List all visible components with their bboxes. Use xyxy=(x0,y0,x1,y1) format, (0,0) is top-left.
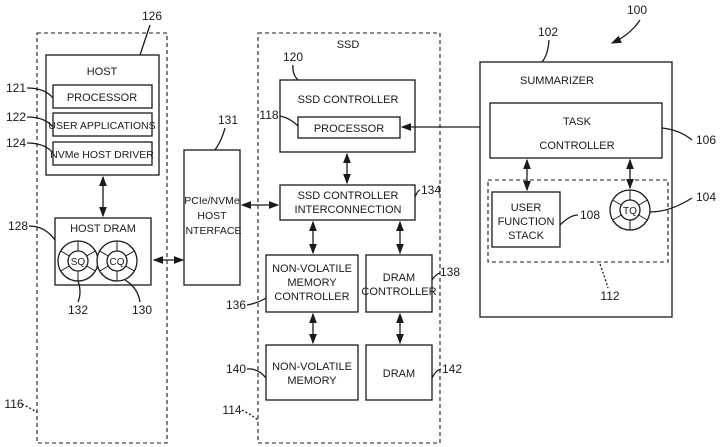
nvm-controller-line-3: CONTROLLER xyxy=(274,291,349,303)
cq-label: CQ xyxy=(110,257,125,268)
ref-116: 116 xyxy=(4,397,23,411)
host-interface-line-1: PCIe/NVMe xyxy=(184,195,240,207)
ref-122: 122 xyxy=(6,110,26,124)
ref-114: 114 xyxy=(222,403,241,417)
tq-label: TQ xyxy=(623,206,637,217)
ref-102: 102 xyxy=(538,25,558,39)
ref-140: 140 xyxy=(226,362,246,376)
ssd-processor-label: PROCESSOR xyxy=(314,123,384,135)
summarizer-box xyxy=(480,62,672,317)
host-label: HOST xyxy=(87,66,118,78)
dram-controller-line-2: CONTROLLER xyxy=(361,286,436,298)
task-controller-line-1: TASK xyxy=(563,116,592,128)
nvm-line-1: NON-VOLATILE xyxy=(272,361,352,373)
dram-label: DRAM xyxy=(383,368,415,380)
ref-142: 142 xyxy=(442,362,462,376)
stack-line-2: FUNCTION xyxy=(498,216,555,228)
host-dram-label: HOST DRAM xyxy=(70,223,136,235)
ref-132: 132 xyxy=(68,303,88,317)
ref-131: 131 xyxy=(218,113,238,127)
ssd-controller-label: SSD CONTROLLER xyxy=(298,94,399,106)
task-controller-line-2: CONTROLLER xyxy=(539,140,614,152)
host-interface-line-2: HOST xyxy=(197,210,227,222)
stack-line-3: STACK xyxy=(508,230,545,242)
ref-134: 134 xyxy=(421,183,441,197)
ref-108: 108 xyxy=(580,208,600,222)
ref-138: 138 xyxy=(440,265,460,279)
interconnection-line-1: SSD CONTROLLER xyxy=(298,190,399,202)
ref-121: 121 xyxy=(6,81,26,95)
ref-112: 112 xyxy=(600,289,619,303)
user-applications-label: USER APPLICATIONS xyxy=(48,120,155,132)
host-processor-label: PROCESSOR xyxy=(67,92,137,104)
ssd-controller-box xyxy=(280,80,415,152)
ssd-label: SSD xyxy=(337,39,360,51)
ref-104: 104 xyxy=(696,190,716,204)
ref-126: 126 xyxy=(142,9,162,23)
nvme-host-driver-label: NVMe HOST DRIVER xyxy=(50,149,154,161)
interconnection-line-2: INTERCONNECTION xyxy=(295,204,402,216)
figure-pointer-arrow xyxy=(612,20,640,43)
stack-line-1: USER xyxy=(511,202,542,214)
sq-label: SQ xyxy=(71,257,86,268)
host-interface-line-3: INTERFACE xyxy=(183,225,242,237)
ref-118: 118 xyxy=(259,108,278,122)
nvm-line-2: MEMORY xyxy=(287,375,337,387)
ref-124: 124 xyxy=(6,136,26,150)
ref-136: 136 xyxy=(226,298,246,312)
ref-120: 120 xyxy=(283,50,303,64)
ref-106: 106 xyxy=(696,133,716,147)
ref-100: 100 xyxy=(627,3,647,17)
dram-controller-line-1: DRAM xyxy=(383,272,415,284)
ref-128: 128 xyxy=(8,219,28,233)
nvm-controller-line-2: MEMORY xyxy=(287,277,337,289)
nvm-controller-line-1: NON-VOLATILE xyxy=(272,263,352,275)
ref-130: 130 xyxy=(132,303,152,317)
summarizer-label: SUMMARIZER xyxy=(520,75,594,87)
